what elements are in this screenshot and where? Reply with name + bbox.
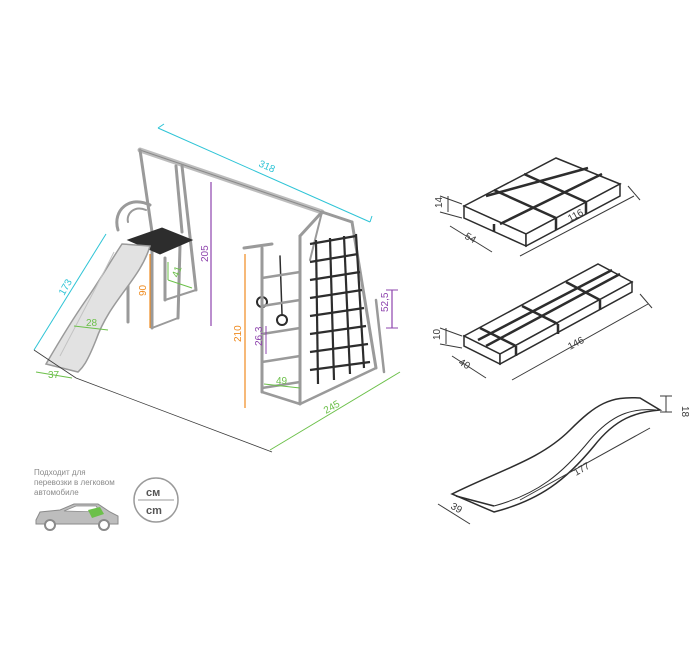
dim-platform-height-label: 90 [138, 284, 149, 296]
units-bottom-label: cm [146, 505, 162, 517]
slide-package [450, 396, 663, 513]
package-box-2 [462, 263, 634, 366]
box1-dims [439, 185, 641, 257]
slide-pack-dims [437, 395, 672, 525]
note-line-2: перевозки в легковом [34, 478, 115, 487]
dim-slide-base-label: 37 [48, 370, 60, 381]
dim-rings-drop-label: 26,3 [254, 326, 265, 346]
dim-side-height-label: 52,5 [380, 292, 391, 312]
swing-set-drawing [115, 147, 386, 406]
slide-pack-height-label: 18 [679, 406, 690, 418]
dim-width-top: 318 [157, 123, 373, 223]
box1-width-label: 54 [463, 231, 479, 246]
package-box-1 [462, 157, 622, 248]
note-line-3: автомобиле [34, 488, 79, 497]
box2-height-label: 10 [432, 328, 443, 340]
dim-platform-height: 90 [138, 254, 151, 328]
dim-side-height: 52,5 [380, 289, 398, 329]
dim-platform-depth-label: 41 [170, 264, 184, 279]
dim-slide-width: 28 [73, 318, 109, 331]
units-icon: см cm [133, 477, 179, 523]
box2-width-label: 40 [457, 357, 473, 372]
dim-slide-length-label: 173 [57, 277, 75, 297]
transport-note: Подходит для перевозки в легковом автомо… [34, 468, 115, 497]
dim-net-depth-label: 49 [276, 376, 288, 387]
dim-net-depth: 49 [263, 376, 301, 389]
box2-length-label: 146 [566, 335, 586, 353]
dim-rings-drop: 26,3 [254, 326, 267, 354]
dim-beam-height: 205 [200, 182, 212, 326]
units-top-label: см [146, 487, 160, 499]
dim-net-height-label: 210 [233, 325, 244, 342]
dim-platform-depth: 41 [167, 262, 193, 289]
ground-guides [33, 349, 273, 453]
box1-height-label: 14 [434, 196, 445, 208]
dim-slide-width-label: 28 [86, 318, 98, 329]
climbing-net [309, 233, 371, 385]
slide-pack-width-label: 39 [449, 501, 465, 516]
car-icon [35, 503, 119, 531]
dim-slide-base: 37 [35, 370, 73, 381]
note-line-1: Подходит для [34, 468, 86, 477]
dim-beam-height-label: 205 [200, 245, 211, 262]
box2-dims [439, 293, 653, 381]
dim-base-length-label: 245 [322, 399, 342, 417]
slide-drawing [44, 243, 151, 373]
dim-net-height: 210 [233, 254, 246, 408]
